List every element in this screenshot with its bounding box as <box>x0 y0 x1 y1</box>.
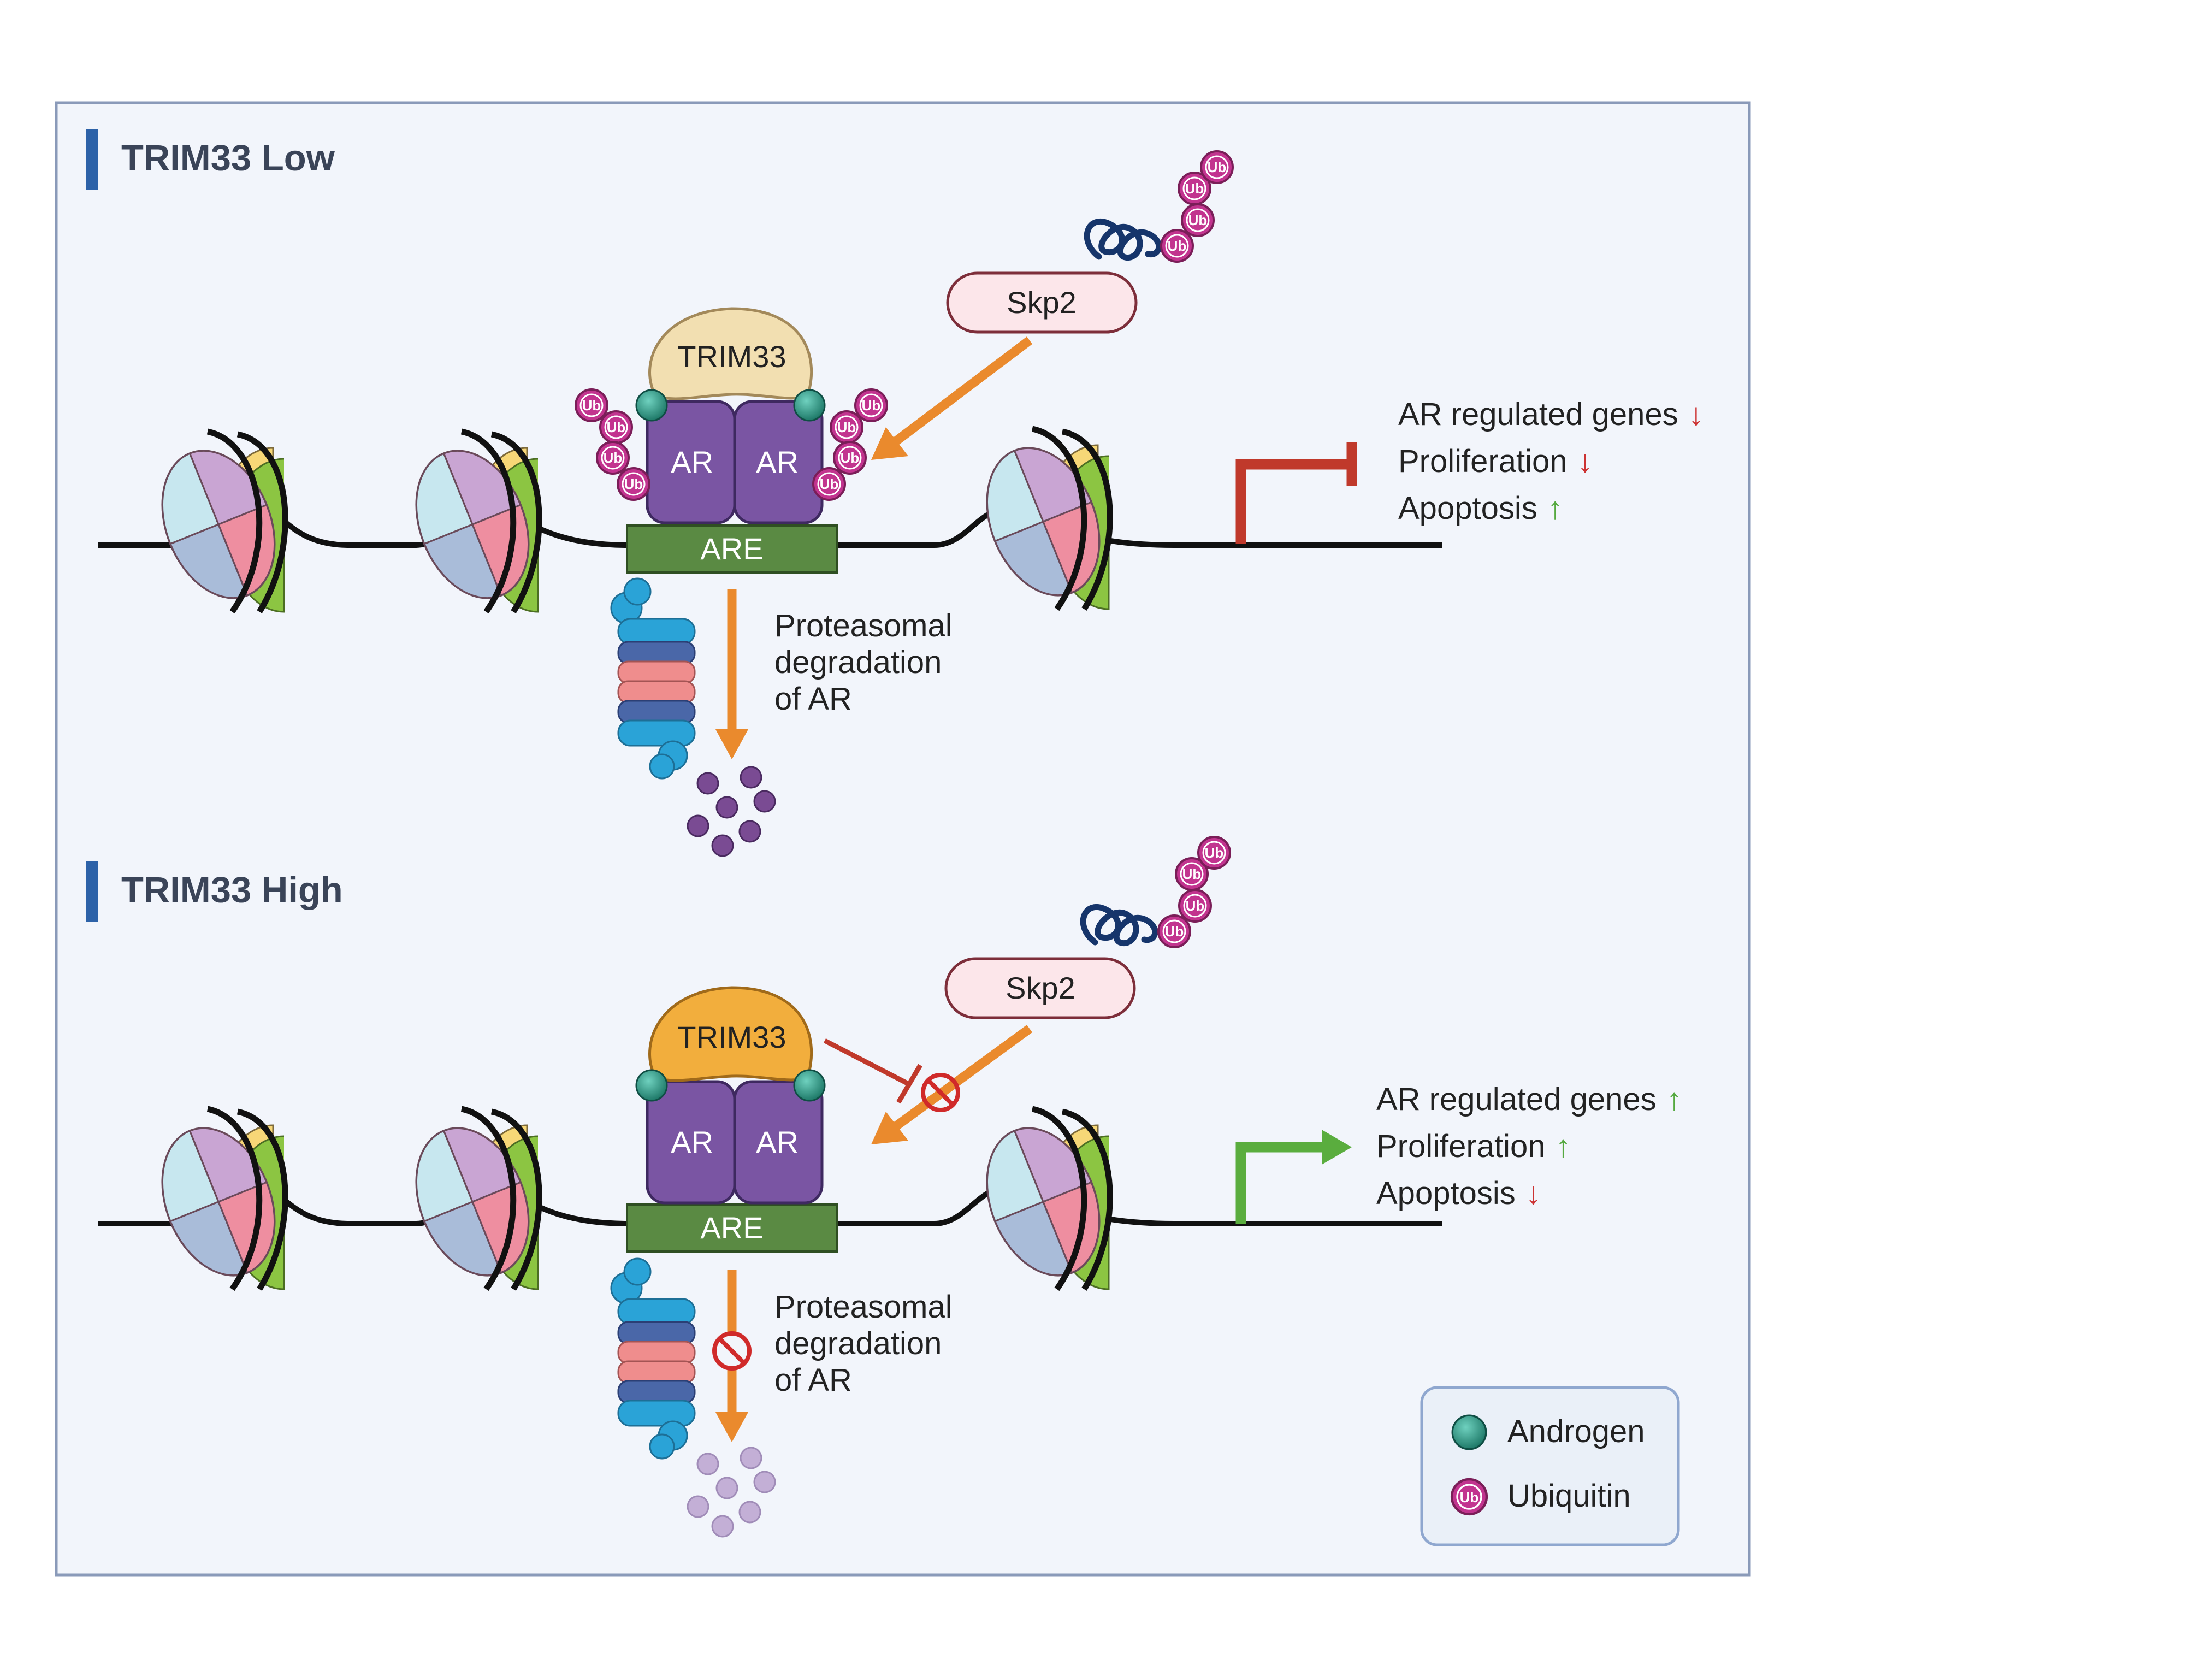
degradation-text: degradation <box>774 1326 942 1361</box>
androgen-icon <box>793 389 826 422</box>
ar-protein <box>733 400 824 524</box>
svg-text:Ub: Ub <box>841 450 860 466</box>
svg-text:Ub: Ub <box>1460 1489 1479 1506</box>
promoter-arrow <box>1235 459 1352 544</box>
svg-text:Apoptosis↓: Apoptosis ↓ <box>1376 1176 1541 1211</box>
trim33-inhibition <box>823 1038 922 1104</box>
blocked-icon <box>712 1331 752 1371</box>
ubiquitination-arrow <box>871 1025 1033 1144</box>
svg-text:Ub: Ub <box>1208 159 1227 175</box>
svg-text:AR regulated genes↑: AR regulated genes ↑ <box>1376 1082 1682 1117</box>
svg-text:Ub: Ub <box>1188 212 1208 228</box>
skp2-label: Skp2 <box>1006 971 1075 1005</box>
down-arrow-icon: ↓ <box>1577 444 1593 479</box>
trim33-label: TRIM33 <box>677 1020 786 1054</box>
outcome-label: AR regulated genes <box>1376 1082 1657 1117</box>
trim33-protein <box>648 307 813 400</box>
promoter-arrow <box>1235 1142 1324 1224</box>
are-label: ARE <box>700 532 763 566</box>
degraded-fragments <box>687 1447 776 1538</box>
svg-text:Ub: Ub <box>582 397 601 414</box>
svg-text:Apoptosis↑: Apoptosis ↑ <box>1398 491 1563 526</box>
panel-heading: TRIM33 Low <box>121 138 335 179</box>
svg-text:Ub: Ub <box>837 419 856 435</box>
down-arrow-icon: ↓ <box>1525 1176 1541 1211</box>
svg-text:Ub: Ub <box>624 476 643 492</box>
outcome-list: AR regulated genes ↑ Proliferation ↑ Apopt… <box>1376 1082 1682 1211</box>
svg-text:Ub: Ub <box>1182 866 1202 882</box>
svg-text:Ub: Ub <box>820 476 839 492</box>
degradation-text: Proteasomal <box>774 608 953 643</box>
outcome-label: Proliferation <box>1398 444 1567 479</box>
up-arrow-icon: ↑ <box>1666 1082 1682 1117</box>
promoter-arrowhead <box>1322 1130 1352 1165</box>
androgen-icon <box>793 1069 826 1102</box>
svg-text:Ub: Ub <box>1185 180 1204 197</box>
svg-text:Ub: Ub <box>604 450 623 466</box>
panel-trim33-high: TRIM33 High ARE AR AR TRIM33 Skp2 Ub Ub … <box>86 836 1682 1538</box>
panel-frame <box>55 101 1751 1577</box>
heading-bar <box>86 861 98 922</box>
svg-text:Proliferation↑: Proliferation ↑ <box>1376 1129 1571 1164</box>
legend: Androgen Ub Ubiquitin <box>1420 1386 1680 1546</box>
outcome-list: AR regulated genes ↓ Proliferation ↓ Apopt… <box>1398 397 1704 526</box>
degradation-text: of AR <box>774 1362 852 1398</box>
skp2-label: Skp2 <box>1007 285 1077 320</box>
ar-label: AR <box>671 1125 713 1159</box>
are-label: ARE <box>700 1211 763 1245</box>
svg-text:Ub: Ub <box>1186 898 1205 914</box>
outcome-label: AR regulated genes <box>1398 397 1678 432</box>
degradation-text: degradation <box>774 645 942 680</box>
svg-text:AR regulated genes↓: AR regulated genes ↓ <box>1398 397 1704 432</box>
skp2-box <box>944 957 1136 1019</box>
ubiquitin-chain: Ub Ub Ub Ub <box>812 388 888 501</box>
ar-label: AR <box>756 445 799 479</box>
are-box <box>626 1203 838 1253</box>
skp2-box <box>946 271 1138 334</box>
ar-label: AR <box>671 445 713 479</box>
trim33-protein <box>648 986 813 1082</box>
ar-protein <box>733 1080 824 1205</box>
ubiquitin-chain: Ub Ub Ub Ub <box>575 388 650 501</box>
ubiquitin-chain: Ub Ub Ub Ub <box>1157 836 1231 948</box>
svg-text:Ub: Ub <box>607 419 626 435</box>
svg-text:Proliferation↓: Proliferation ↓ <box>1398 444 1593 479</box>
blocked-icon <box>921 1073 960 1112</box>
svg-text:Ub: Ub <box>1205 845 1224 861</box>
degradation-text: Proteasomal <box>774 1289 953 1325</box>
are-box <box>626 524 838 574</box>
outcome-label: Apoptosis <box>1398 491 1537 526</box>
ubiquitination-arrow <box>871 336 1033 460</box>
ubiquitin-chain: Ub Ub Ub Ub <box>1160 150 1234 263</box>
panel-trim33-low: TRIM33 Low ARE AR AR TRIM33 Ub Ub Ub Ub … <box>86 129 1704 857</box>
degraded-fragments <box>687 766 776 857</box>
outcome-label: Proliferation <box>1376 1129 1545 1164</box>
up-arrow-icon: ↑ <box>1547 491 1563 526</box>
degradation-text: of AR <box>774 681 852 717</box>
legend-label: Ubiquitin <box>1507 1478 1631 1514</box>
outcome-label: Apoptosis <box>1376 1176 1516 1211</box>
trim33-label: TRIM33 <box>677 339 786 374</box>
legend-box <box>1420 1386 1680 1546</box>
svg-text:Ub: Ub <box>862 397 881 414</box>
androgen-icon <box>635 389 668 422</box>
ar-label: AR <box>756 1125 799 1159</box>
androgen-icon <box>1451 1414 1487 1450</box>
panel-heading: TRIM33 High <box>121 870 343 911</box>
ubiquitin-icon: Ub <box>1452 1479 1487 1514</box>
down-arrow-icon: ↓ <box>1688 397 1704 432</box>
heading-bar <box>86 129 98 190</box>
androgen-icon <box>635 1069 668 1102</box>
svg-text:Ub: Ub <box>1165 923 1184 940</box>
svg-text:Ub: Ub <box>1168 238 1187 254</box>
up-arrow-icon: ↑ <box>1555 1129 1571 1164</box>
legend-label: Androgen <box>1507 1414 1645 1449</box>
degradation-arrow <box>715 589 748 759</box>
